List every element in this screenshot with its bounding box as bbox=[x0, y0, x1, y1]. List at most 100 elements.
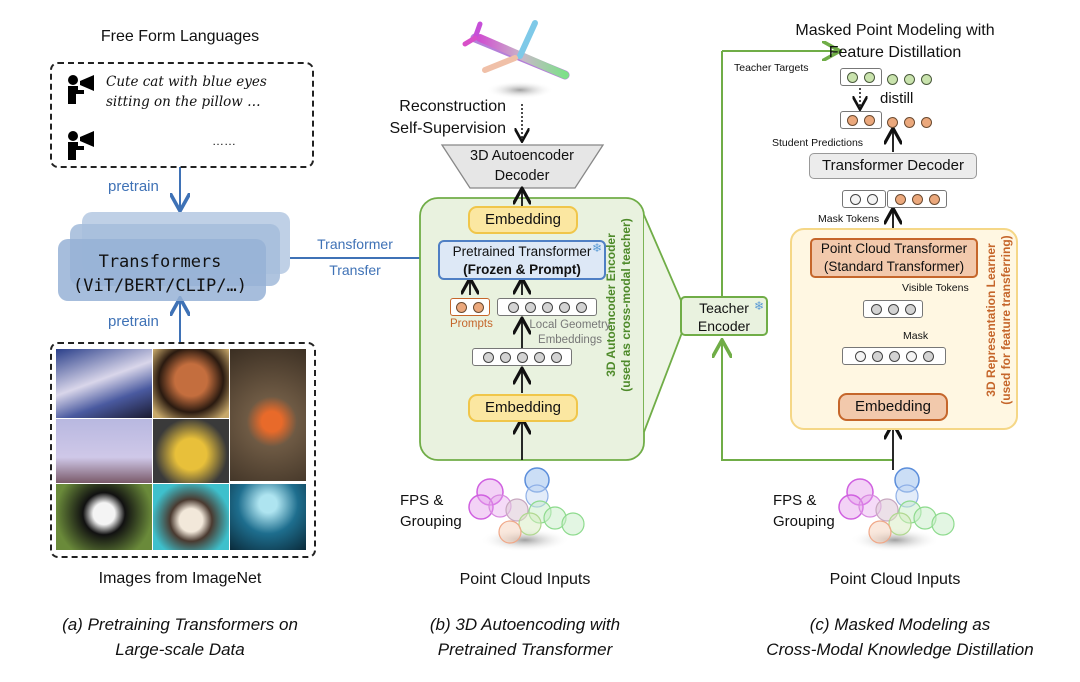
panel-c-title-line-2: Feature Distillation bbox=[828, 44, 962, 61]
autoencoder-decoder: 3D Autoencoder Decoder bbox=[452, 146, 592, 186]
diagram-shape bbox=[482, 55, 518, 73]
mask-label: Mask bbox=[903, 330, 929, 342]
token-circle bbox=[887, 117, 898, 129]
transfer-label-bottom: Transfer bbox=[329, 262, 381, 278]
token-circle bbox=[864, 114, 875, 126]
diagram-shape bbox=[68, 75, 78, 85]
student-prediction-tokens-masked bbox=[840, 111, 882, 129]
teacher-line-2: Encoder bbox=[697, 318, 751, 334]
images-from-imagenet-label: Images from ImageNet bbox=[98, 570, 262, 587]
diagram-shape bbox=[462, 35, 478, 47]
diagram-shape bbox=[517, 20, 538, 59]
fps-grouping-label-c: FPS & Grouping bbox=[773, 490, 843, 532]
embedding-bottom-block: Embedding bbox=[468, 394, 578, 422]
diagram-shape bbox=[486, 81, 554, 99]
token-circle bbox=[456, 301, 467, 313]
caption-b-line-2: Pretrained Transformer bbox=[437, 640, 613, 659]
imagenet-box bbox=[50, 342, 316, 558]
learner-side-line-2: (used for feature transferring) bbox=[999, 235, 1013, 405]
pct-line-1: Point Cloud Transformer bbox=[820, 241, 968, 256]
language-ellipsis: …… bbox=[212, 134, 236, 148]
language-line-1: Cute cat with blue eyes bbox=[106, 74, 267, 90]
embedding-block-c: Embedding bbox=[838, 393, 948, 421]
reconstruction-line-2: Self-Supervision bbox=[389, 120, 507, 137]
reconstruction-line-1: Reconstruction bbox=[399, 98, 506, 115]
image-tile-taxi bbox=[153, 419, 229, 483]
image-tile-mountain bbox=[56, 349, 152, 418]
image-tile-lionfish bbox=[230, 484, 306, 550]
local-geometry-tokens bbox=[497, 298, 597, 316]
pct-line-2: (Standard Transformer) bbox=[823, 259, 965, 274]
prompts-label: Prompts bbox=[450, 318, 493, 330]
transformers-line-2: (ViT/BERT/CLIP/…) bbox=[73, 276, 247, 296]
encoder-side-line-2: (used as cross-modal teacher) bbox=[619, 218, 633, 392]
token-circle bbox=[541, 301, 553, 313]
fps-grouping-label-b: FPS & Grouping bbox=[400, 490, 470, 532]
diagram-shape bbox=[931, 512, 955, 536]
token-circle bbox=[870, 303, 882, 315]
diagram-shape bbox=[68, 86, 84, 104]
token-circle bbox=[847, 71, 858, 83]
token-circle bbox=[921, 117, 932, 129]
token-circle bbox=[864, 71, 875, 83]
token-circle bbox=[921, 74, 932, 86]
token-circle bbox=[888, 350, 900, 362]
prompt-tokens bbox=[450, 298, 490, 316]
token-circle bbox=[482, 351, 494, 363]
pretrained-line-1: Pretrained Transformer bbox=[452, 244, 592, 259]
point-cloud-input-b bbox=[468, 467, 585, 552]
representation-learner-side-label: 3D Representation Learner (used for feat… bbox=[984, 220, 1014, 420]
airplane-pointcloud bbox=[462, 20, 570, 99]
token-circle bbox=[524, 301, 536, 313]
embedding-top-block: Embedding bbox=[468, 206, 578, 234]
diagram-shape bbox=[80, 131, 94, 147]
panel-c-title: Masked Point Modeling with Feature Disti… bbox=[770, 20, 1020, 64]
embedded-tokens-b bbox=[472, 348, 572, 366]
token-circle bbox=[904, 117, 915, 129]
visible-tokens bbox=[863, 300, 923, 318]
diagram-shape bbox=[80, 75, 94, 91]
diagram-shape bbox=[561, 512, 585, 536]
teacher-line-1: Teacher bbox=[699, 300, 749, 316]
image-tile-dog bbox=[153, 349, 229, 418]
all-tokens-c bbox=[842, 347, 946, 365]
autoencoder-encoder-side-label: 3D Autoencoder Encoder (used as cross-mo… bbox=[604, 200, 634, 410]
pretrained-line-2: (Frozen & Prompt) bbox=[463, 262, 581, 277]
snowflake-icon: ❄ bbox=[591, 241, 602, 255]
fps-line-2: Grouping bbox=[773, 513, 835, 530]
teacher-encoder-block: Teacher Encoder ❄ bbox=[680, 296, 768, 336]
fps-line-1: FPS & bbox=[400, 492, 444, 509]
diagram-shape bbox=[868, 520, 892, 544]
mask-token-placeholders bbox=[842, 190, 886, 208]
local-geometry-line-1: Local Geometry bbox=[529, 319, 611, 331]
teacher-target-tokens-visible bbox=[884, 71, 935, 89]
caption-c-line-1: (c) Masked Modeling as bbox=[809, 615, 991, 634]
panel-c-title-line-1: Masked Point Modeling with bbox=[795, 22, 995, 39]
reconstruction-label: Reconstruction Self-Supervision bbox=[340, 96, 507, 140]
token-circle bbox=[905, 350, 917, 362]
token-circle bbox=[922, 350, 934, 362]
token-circle bbox=[550, 351, 562, 363]
token-circle bbox=[867, 193, 878, 205]
learner-side-line-1: 3D Representation Learner bbox=[984, 243, 998, 397]
token-circle bbox=[887, 303, 899, 315]
snowflake-icon: ❄ bbox=[753, 299, 764, 313]
token-circle bbox=[473, 301, 484, 313]
encoder-to-teacher-funnel bbox=[643, 214, 684, 433]
image-tile-eagle bbox=[56, 419, 152, 483]
diagram-shape bbox=[68, 131, 78, 141]
point-cloud-inputs-label-c: Point Cloud Inputs bbox=[829, 571, 961, 588]
point-cloud-inputs-label-b: Point Cloud Inputs bbox=[459, 571, 591, 588]
image-tile-newt bbox=[230, 349, 306, 481]
megaphone-person-icon bbox=[68, 75, 94, 104]
caption-c: (c) Masked Modeling as Cross-Modal Knowl… bbox=[730, 612, 1070, 662]
language-line-2: sitting on the pillow … bbox=[106, 94, 261, 110]
fps-line-1: FPS & bbox=[773, 492, 817, 509]
token-circle bbox=[575, 301, 587, 313]
diagram-shape bbox=[498, 520, 522, 544]
image-tile-panda bbox=[56, 484, 152, 550]
transformers-label: Transformers (ViT/BERT/CLIP/…) bbox=[60, 250, 260, 298]
local-geometry-line-2: Embeddings bbox=[538, 334, 602, 346]
input-to-teacher-line bbox=[722, 342, 893, 461]
point-cloud-input-c bbox=[838, 467, 955, 552]
